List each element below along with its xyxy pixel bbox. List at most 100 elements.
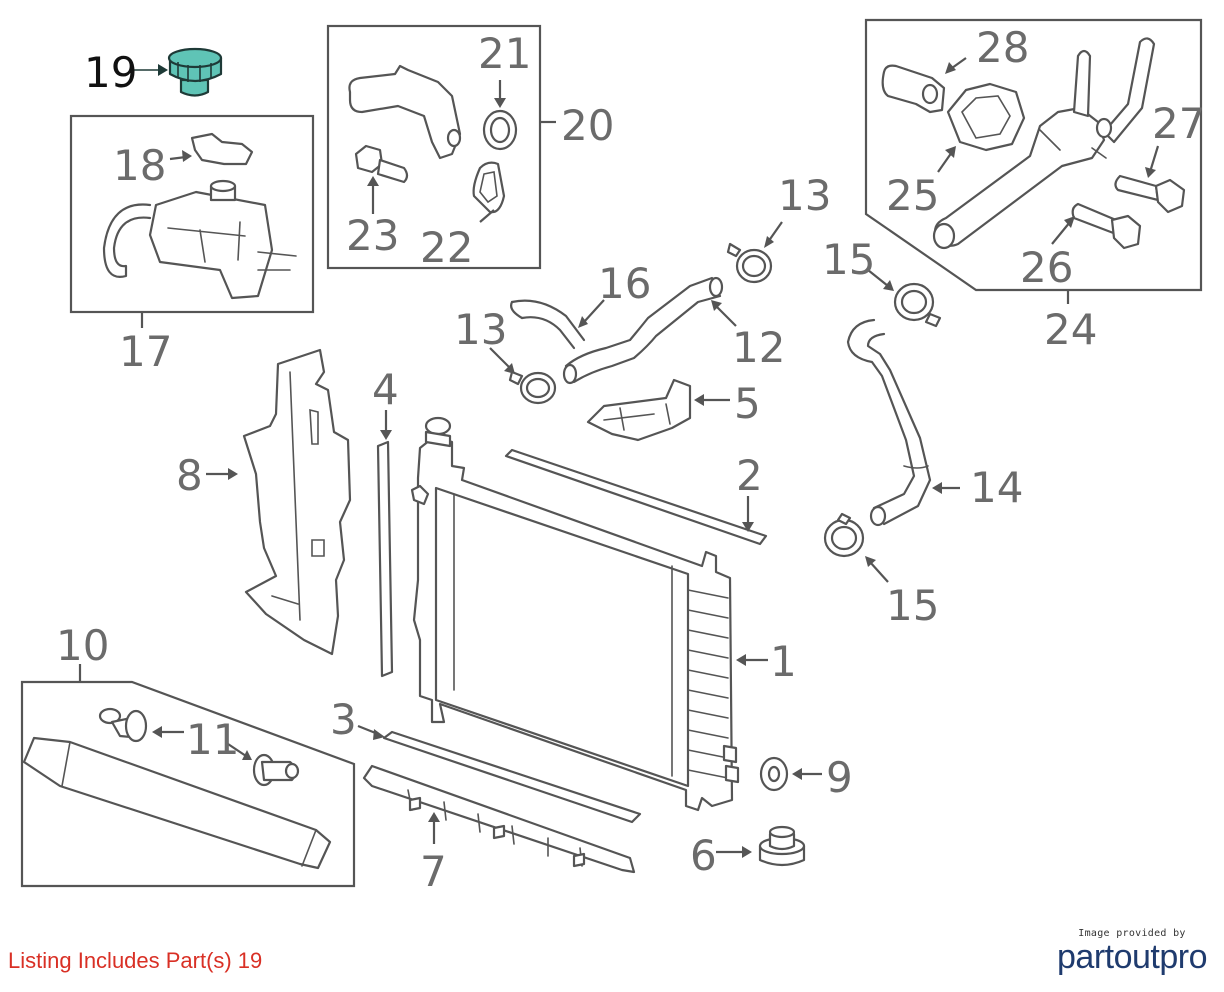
leader-16 xyxy=(583,299,605,323)
leader-27 xyxy=(1148,145,1160,173)
arrowhead-11b xyxy=(242,750,252,760)
part-8-air-deflector[interactable] xyxy=(242,348,352,656)
callout-11: 11 xyxy=(186,715,239,764)
box-10 xyxy=(20,680,356,888)
listing-prefix: Listing Includes Part(s) xyxy=(8,948,232,973)
image-credit: Image provided by partoutpro xyxy=(1052,928,1212,975)
leader-13a xyxy=(767,221,783,243)
arrowhead-11a xyxy=(152,726,162,738)
arrowhead-26 xyxy=(1064,216,1075,228)
callout-28: 28 xyxy=(976,23,1029,72)
callout-23: 23 xyxy=(346,211,399,260)
part-20-water-outlet[interactable] xyxy=(348,64,462,160)
part-27-bolt[interactable] xyxy=(1114,174,1186,214)
callout-13-upper: 13 xyxy=(778,171,831,220)
box-20 xyxy=(326,24,542,270)
arrowhead-6 xyxy=(742,846,752,858)
arrowhead-9 xyxy=(792,768,802,780)
part-11-push-clip-upper[interactable] xyxy=(98,707,148,743)
callout-4: 4 xyxy=(372,365,399,414)
part-9-washer[interactable] xyxy=(759,756,789,792)
arrowhead-5 xyxy=(694,394,704,406)
part-6-mount-bushing[interactable] xyxy=(758,825,806,867)
arrowhead-2 xyxy=(742,522,754,532)
part-17-reservoir[interactable] xyxy=(102,179,297,300)
callout-6: 6 xyxy=(690,831,717,880)
callout-21: 21 xyxy=(478,29,531,78)
callout-15-lower: 15 xyxy=(886,581,939,630)
callout-25: 25 xyxy=(886,171,939,220)
callout-5: 5 xyxy=(734,379,761,428)
leader-25 xyxy=(937,151,953,173)
arrowhead-12 xyxy=(711,300,722,311)
part-19-radiator-cap[interactable] xyxy=(167,47,223,97)
arrowhead-3 xyxy=(373,729,385,740)
part-10-lower-deflector[interactable] xyxy=(22,736,332,870)
callout-13-lower: 13 xyxy=(454,305,507,354)
callout-17: 17 xyxy=(119,327,172,376)
callout-2: 2 xyxy=(736,451,763,500)
leader-28 xyxy=(951,57,967,69)
part-12-hose[interactable] xyxy=(562,276,724,385)
leader-15a xyxy=(867,269,889,287)
callout-22: 22 xyxy=(420,223,473,272)
part-5-bracket[interactable] xyxy=(586,378,692,442)
callout-24: 24 xyxy=(1044,305,1097,354)
leader-11b xyxy=(227,743,247,757)
callout-18: 18 xyxy=(113,141,166,190)
listing-parts: 19 xyxy=(237,948,263,973)
part-4-side-seal[interactable] xyxy=(376,440,394,678)
arrowhead-13a xyxy=(764,236,774,248)
leader-22 xyxy=(479,209,495,223)
part-16-hose[interactable] xyxy=(510,299,586,350)
arrowhead-27 xyxy=(1145,167,1156,178)
leader-15b xyxy=(869,561,889,583)
part-18-reservoir-cap[interactable] xyxy=(190,132,254,166)
part-7-lower-baffle[interactable] xyxy=(362,764,636,874)
arrowhead-18 xyxy=(182,150,192,162)
part-1-radiator[interactable] xyxy=(410,416,740,812)
partoutpro-logo: partoutpro xyxy=(1057,938,1208,976)
part-28-fitting[interactable] xyxy=(881,64,946,114)
arrowhead-25 xyxy=(945,146,956,158)
part-11-push-clip-lower[interactable] xyxy=(252,753,300,787)
credit-caption: Image provided by xyxy=(1078,928,1186,939)
arrowhead-7 xyxy=(428,812,440,822)
part-15-clamp-lower[interactable] xyxy=(823,512,865,558)
arrowhead-16 xyxy=(578,316,588,328)
callout-10: 10 xyxy=(56,621,109,670)
arrowhead-14 xyxy=(932,482,942,494)
arrowhead-21 xyxy=(494,98,506,108)
part-24-thermostat-housing[interactable] xyxy=(932,37,1156,250)
arrowhead-28 xyxy=(945,62,956,74)
box-24 xyxy=(864,18,1203,292)
callout-7: 7 xyxy=(420,847,447,896)
arrowhead-23 xyxy=(367,176,379,186)
part-23-bolt[interactable] xyxy=(354,144,409,184)
part-14-hose[interactable] xyxy=(846,318,932,527)
part-22-gasket[interactable] xyxy=(472,161,506,214)
part-13-clamp-lower[interactable] xyxy=(508,370,557,405)
part-25-gasket[interactable] xyxy=(946,82,1026,152)
part-3-lower-seal[interactable] xyxy=(382,730,642,824)
arrowhead-1 xyxy=(736,654,746,666)
part-21-gasket-ring[interactable] xyxy=(482,109,518,151)
part-15-clamp-upper[interactable] xyxy=(893,282,942,328)
arrowhead-19 xyxy=(158,64,168,76)
callout-8: 8 xyxy=(176,451,203,500)
part-26-bolt[interactable] xyxy=(1071,202,1142,250)
part-2-upper-seal[interactable] xyxy=(504,448,768,546)
callout-19: 19 xyxy=(84,48,137,97)
leader-12 xyxy=(715,305,737,327)
leader-26 xyxy=(1051,221,1071,245)
callout-12: 12 xyxy=(732,323,785,372)
arrowhead-15a xyxy=(883,280,894,291)
callout-3: 3 xyxy=(330,695,357,744)
arrowhead-15b xyxy=(865,556,876,567)
callout-15-upper: 15 xyxy=(822,235,875,284)
callout-27: 27 xyxy=(1152,99,1205,148)
part-13-clamp-upper[interactable] xyxy=(726,242,773,284)
arrowhead-4 xyxy=(380,430,392,440)
box-17 xyxy=(69,114,315,314)
